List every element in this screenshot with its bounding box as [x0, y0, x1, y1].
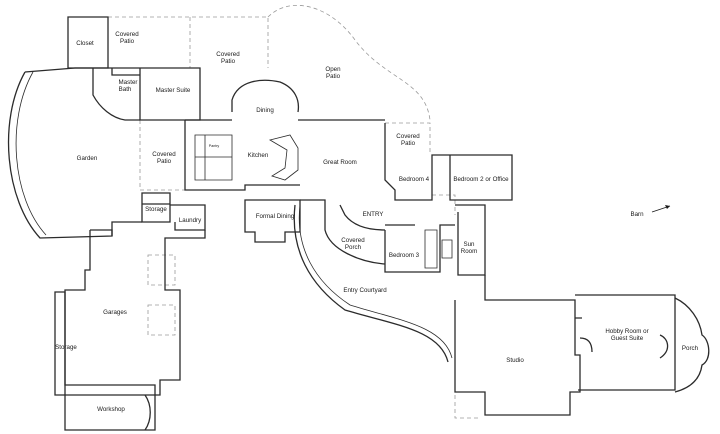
hobby-room-walls — [575, 294, 676, 391]
room-covered-patio-mid-label-1: Covered — [216, 51, 240, 58]
room-sun-room-label-2: Room — [461, 248, 478, 255]
room-storage-upper-label: Storage — [145, 206, 167, 213]
covered-patio-right-outline — [385, 122, 431, 152]
room-bedroom-3-label: Bedroom 3 — [389, 252, 420, 259]
room-bedroom-2-label: Bedroom 2 or Office — [453, 176, 509, 183]
room-sun-room-label-1: Sun — [463, 241, 475, 248]
garages-walls — [64, 229, 206, 396]
room-master-suite-label: Master Suite — [156, 87, 191, 94]
room-covered-patio-right-label-1: Covered — [396, 133, 420, 140]
room-covered-patio-mid-label-2: Patio — [221, 58, 236, 65]
courtyard-curve — [293, 204, 449, 363]
room-master-bath-label-1: Master — [119, 79, 138, 86]
formal-dining-walls — [244, 199, 301, 243]
room-laundry-label: Laundry — [179, 217, 202, 224]
room-master-bath-label-2: Bath — [119, 86, 132, 93]
room-great-room-label: Great Room — [323, 159, 357, 166]
kitchen-island — [268, 134, 299, 181]
room-porch-label: Porch — [682, 345, 699, 352]
room-entry-label: ENTRY — [363, 211, 384, 218]
bedroom-link-outline — [432, 194, 456, 215]
room-covered-patio-left-label-2: Patio — [157, 158, 172, 165]
room-entry-courtyard-label: Entry Courtyard — [343, 287, 387, 294]
workshop-walls — [64, 394, 156, 431]
room-formal-dining-label: Formal Dining — [256, 213, 295, 220]
courtyard-curve-inner — [298, 204, 453, 359]
garden-wall — [7, 67, 142, 239]
studio-patio-outline — [454, 395, 480, 419]
covered-patio-left-outline — [139, 120, 185, 191]
pantry-walls — [194, 134, 233, 181]
sun-room-walls — [455, 204, 486, 276]
kitchen-walls — [184, 119, 385, 191]
room-open-patio-label-2: Patio — [326, 73, 341, 80]
covered-porch-walls — [384, 224, 455, 273]
room-closet-label: Closet — [76, 40, 94, 47]
room-studio-label: Studio — [506, 357, 524, 364]
room-covered-patio-right-label-2: Patio — [401, 140, 416, 147]
room-bedroom-4-label: Bedroom 4 — [399, 176, 430, 183]
arrow-right-icon — [651, 205, 671, 213]
room-dining-label: Dining — [256, 107, 274, 114]
garden-inner-wall — [15, 71, 47, 236]
bathroom-fixtures — [424, 229, 453, 269]
room-covered-patio-top-label-1: Covered — [115, 31, 139, 38]
room-storage-lower-label: Storage — [55, 344, 77, 351]
room-hobby-room-label-1: Hobby Room or — [605, 328, 648, 335]
room-open-patio-label-1: Open — [325, 66, 341, 73]
room-garages-label: Garages — [103, 309, 127, 316]
room-workshop-label: Workshop — [97, 406, 125, 413]
room-covered-porch-label-2: Porch — [345, 244, 362, 251]
room-pantry-label: Pantry — [209, 144, 220, 148]
open-patio-outline — [267, 4, 431, 121]
entry-walls — [300, 199, 386, 265]
room-covered-patio-left-label-1: Covered — [152, 151, 176, 158]
room-covered-patio-top-label-2: Patio — [120, 38, 135, 45]
barn-label: Barn — [630, 211, 644, 218]
master-bath-walls — [92, 68, 140, 121]
dining-bay — [231, 79, 300, 113]
great-room-right-wall — [384, 123, 513, 201]
garage-door-outlines — [147, 254, 176, 336]
room-hobby-room-label-2: Guest Suite — [611, 335, 644, 342]
room-kitchen-label: Kitchen — [248, 152, 269, 159]
room-covered-porch-label-1: Covered — [341, 237, 365, 244]
master-suite-walls — [75, 67, 201, 121]
studio-walls — [454, 275, 581, 416]
room-garden-label: Garden — [77, 155, 98, 162]
porch-walls — [659, 297, 710, 393]
